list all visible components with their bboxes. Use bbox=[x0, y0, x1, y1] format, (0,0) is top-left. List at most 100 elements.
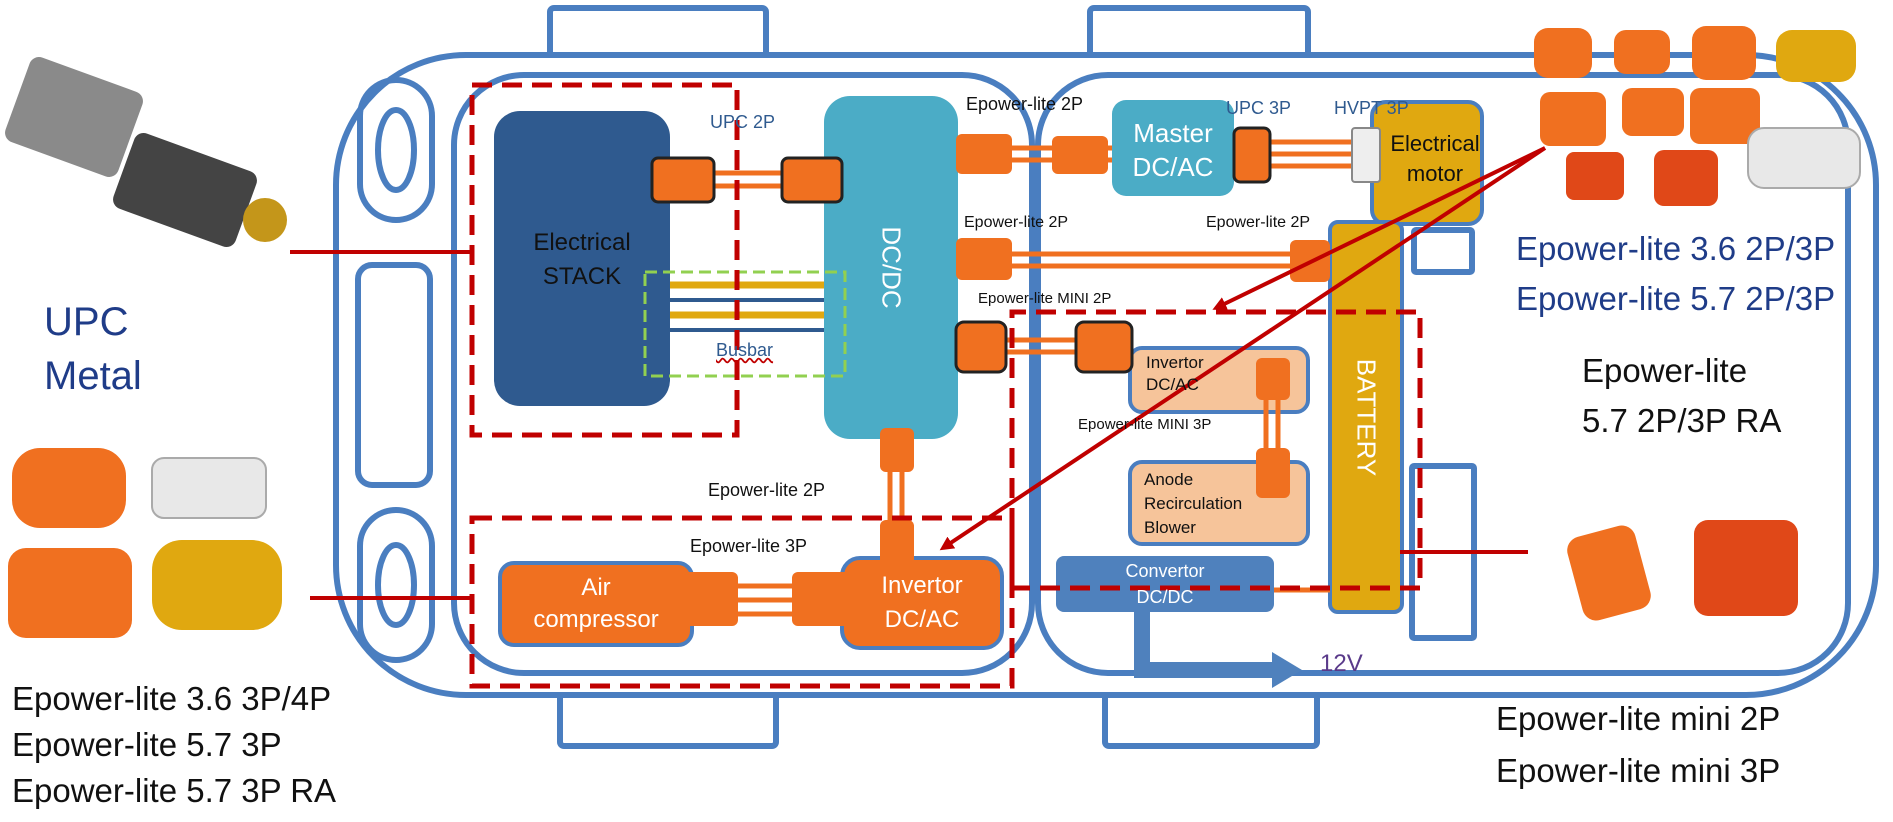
invertor-small-text-1: Invertor bbox=[1146, 353, 1204, 372]
arrow-to-invertor-big bbox=[939, 146, 1547, 551]
mini3p-top-connector-icon bbox=[1256, 358, 1290, 400]
master-dcac-block bbox=[1112, 100, 1234, 196]
invertor-big-text-1: Invertor bbox=[881, 572, 963, 599]
busbar-dashed-box bbox=[643, 270, 847, 378]
air-text-1: Air bbox=[581, 574, 611, 601]
hvpt3p-connector-icon bbox=[1351, 127, 1381, 183]
car-pod-mid-left bbox=[355, 262, 433, 488]
motor-text-2: motor bbox=[1406, 161, 1464, 186]
master-dcac-label: Master DC/AC bbox=[1112, 108, 1234, 192]
battery-label-wrap: BATTERY bbox=[1330, 222, 1402, 612]
stack-zone bbox=[469, 82, 740, 438]
ep2p-mid-right-label: Epower-lite 2P bbox=[1206, 214, 1311, 231]
output-12v-arrow bbox=[1134, 612, 1274, 678]
left-connector-photos bbox=[8, 448, 282, 638]
anode-text-2: Recirculation bbox=[1144, 494, 1243, 513]
upc2p-right-connector-icon bbox=[780, 156, 844, 204]
car-wheel-bottom-right bbox=[1102, 687, 1320, 749]
ep2p-mid-left-label: Epower-lite 2P bbox=[964, 214, 1069, 231]
convertor-text-1: Convertor bbox=[1125, 561, 1205, 581]
output-12v-label: 12V bbox=[1320, 650, 1363, 677]
car-body-outline bbox=[333, 5, 1879, 749]
car-inner-right bbox=[1035, 72, 1851, 676]
master-text-2: DC/AC bbox=[1132, 152, 1214, 182]
ep3p-left-connector-icon bbox=[674, 572, 738, 626]
dcdc-label-wrap: DC/DC bbox=[824, 96, 958, 439]
leader-lines bbox=[290, 146, 1547, 600]
ep3p-label: Epower-lite 3P bbox=[690, 536, 808, 556]
ep2p-top-right-connector-icon bbox=[1052, 136, 1108, 174]
motor-text-1: Electrical bbox=[1390, 131, 1480, 156]
left-list-item-1: Epower-lite 3.6 3P/4P bbox=[12, 680, 332, 717]
invertor-big-text-2: DC/AC bbox=[884, 606, 960, 633]
battery-block bbox=[1328, 220, 1404, 614]
mini2p-right-connector-icon bbox=[1074, 320, 1134, 374]
ep2p-lower-bottom-connector-icon bbox=[880, 520, 914, 566]
ep2p-top-label: Epower-lite 2P bbox=[966, 94, 1084, 114]
battery-label: BATTERY bbox=[1351, 358, 1382, 476]
dashed-zones bbox=[469, 82, 1423, 689]
master-text-1: Master bbox=[1133, 118, 1213, 148]
stack-text-1: Electrical bbox=[533, 229, 631, 256]
left-list-item-3: Epower-lite 5.7 3P RA bbox=[12, 772, 337, 809]
mini-connector-photos bbox=[1567, 520, 1798, 621]
ep2p-mid-left-connector-icon bbox=[956, 238, 1012, 280]
dcdc-block bbox=[824, 96, 958, 439]
compressor-zone bbox=[469, 515, 1015, 689]
upc-metal-product-image bbox=[5, 57, 287, 248]
upc2p-label: UPC 2P bbox=[710, 112, 776, 132]
right-blue-item-2: Epower-lite 5.7 2P/3P bbox=[1516, 280, 1836, 317]
invertor-small-label: Invertor DC/AC bbox=[1146, 352, 1204, 396]
convertor-dcdc-block bbox=[1056, 556, 1274, 612]
car-pod-top-left bbox=[357, 77, 435, 223]
upc-metal-line1: UPC bbox=[44, 300, 129, 344]
electrical-stack-block bbox=[494, 111, 670, 406]
upc2p-left-connector-icon bbox=[650, 156, 716, 204]
upc3p-connector-icon bbox=[1232, 126, 1272, 184]
anode-blower-label: Anode Recirculation Blower bbox=[1144, 468, 1242, 540]
arrow-to-invertor-small bbox=[1212, 146, 1546, 310]
convertor-dcdc-label: Convertor DC/DC bbox=[1056, 556, 1274, 612]
right-connector-photos bbox=[1534, 26, 1861, 206]
right-mini-item-2: Epower-lite mini 3P bbox=[1496, 752, 1781, 789]
right-ra-item-2: 5.7 2P/3P RA bbox=[1582, 402, 1782, 439]
ep2p-top-left-connector-icon bbox=[956, 134, 1012, 174]
invertor-big-label: Invertor DC/AC bbox=[842, 558, 1002, 648]
car-inner-left bbox=[451, 72, 1035, 676]
epmini3p-label: Epower-lite MINI 3P bbox=[1078, 416, 1212, 433]
hvpt3p-label: HVPT 3P bbox=[1334, 98, 1409, 118]
anode-text-1: Anode bbox=[1144, 470, 1194, 489]
busbar-label: Busbar bbox=[716, 340, 774, 360]
car-pod-top-left-hole bbox=[375, 107, 417, 193]
upc-metal-line2: Metal bbox=[44, 354, 142, 398]
convertor-text-2: DC/DC bbox=[1136, 587, 1194, 607]
air-text-2: compressor bbox=[533, 606, 659, 633]
electrical-motor-label: Electrical motor bbox=[1380, 124, 1490, 194]
anode-text-3: Blower bbox=[1144, 518, 1196, 537]
output-12v-arrowhead bbox=[1272, 652, 1302, 688]
ep3p-right-connector-icon bbox=[792, 572, 856, 626]
busbar bbox=[643, 270, 847, 378]
dcdc-label: DC/DC bbox=[876, 226, 907, 309]
car-pod-bottom-left bbox=[357, 507, 435, 663]
car-wheel-bottom-left bbox=[557, 687, 779, 749]
epmini2p-label: Epower-lite MINI 2P bbox=[978, 290, 1112, 307]
ep2p-lower-top-connector-icon bbox=[880, 428, 914, 472]
invertor-small-text-2: DC/AC bbox=[1146, 375, 1199, 394]
air-compressor-label: Air compressor bbox=[500, 563, 692, 645]
ep2p-lower-label: Epower-lite 2P bbox=[708, 480, 826, 500]
mini2p-left-connector-icon bbox=[954, 320, 1008, 374]
right-blue-item-1: Epower-lite 3.6 2P/3P bbox=[1516, 230, 1836, 267]
electrical-stack-label: Electrical STACK bbox=[494, 220, 670, 300]
inverter-zone bbox=[1009, 309, 1423, 591]
stack-text-2: STACK bbox=[542, 263, 622, 290]
left-list-item-2: Epower-lite 5.7 3P bbox=[12, 726, 282, 763]
connector-icons bbox=[650, 126, 1381, 626]
car-pod-top-right bbox=[1411, 227, 1475, 275]
mini3p-bottom-connector-icon bbox=[1256, 448, 1290, 498]
car-pod-bottom-left-hole bbox=[375, 542, 417, 628]
car-outer-shell bbox=[333, 52, 1879, 698]
upc3p-label: UPC 3P bbox=[1226, 98, 1292, 118]
right-ra-item-1: Epower-lite bbox=[1582, 352, 1748, 389]
